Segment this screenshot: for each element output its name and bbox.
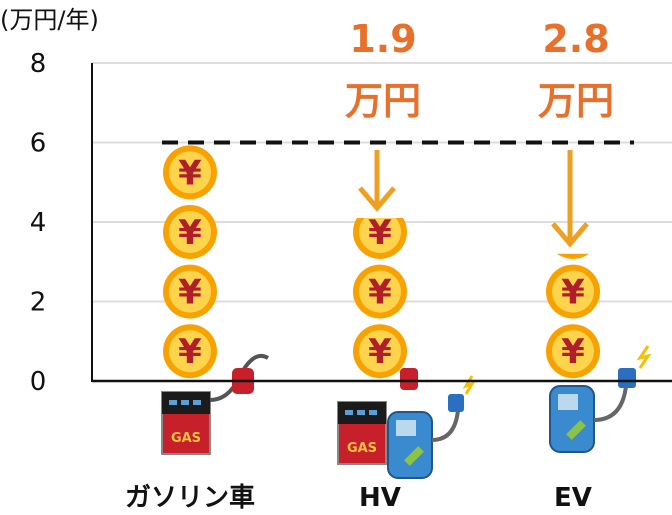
yen-coin: ¥ <box>546 324 600 379</box>
display-light <box>193 400 201 405</box>
lightning-icon <box>462 375 476 395</box>
arrowhead <box>358 186 396 212</box>
yen-coin: ¥ <box>546 264 600 319</box>
y-tick-label: 8 <box>30 49 47 79</box>
display-light <box>369 410 377 415</box>
yen-icon: ¥ <box>368 332 392 372</box>
yen-icon: ¥ <box>178 153 202 193</box>
yen-coin: ¥ <box>163 264 217 319</box>
bar-HV: ¥ ¥ ¥ <box>353 213 407 379</box>
coin-face <box>169 270 211 313</box>
yen-coin: ¥ <box>353 264 407 319</box>
yen-icon: ¥ <box>178 332 202 372</box>
yen-icon: ¥ <box>561 332 585 372</box>
y-tick-label: 6 <box>30 129 47 159</box>
savings-unit: 万円 <box>538 79 614 123</box>
bar-EV: ¥ ¥ ¥ <box>546 253 600 379</box>
coin-face <box>359 218 401 253</box>
yen-icon: ¥ <box>368 213 392 253</box>
plug-icon <box>618 368 636 388</box>
coin-face <box>552 270 594 313</box>
coin-face <box>552 330 594 373</box>
coin-face <box>169 330 211 373</box>
gas-pump-icon: GAS <box>161 391 211 455</box>
display-light <box>169 400 177 405</box>
display-light <box>345 410 353 415</box>
coin-face <box>359 270 401 313</box>
charger-screen <box>558 394 578 410</box>
y-tick-label: 4 <box>30 208 47 238</box>
ev-charger-icon <box>549 385 595 453</box>
y-tick-label: 2 <box>30 288 47 318</box>
lightning-icon <box>636 345 652 369</box>
yen-coin: ¥ <box>353 324 407 379</box>
savings-amount: 2.8 <box>542 17 609 61</box>
gas-label: GAS <box>171 431 201 446</box>
gas-pump-icon: GAS <box>337 401 387 465</box>
yen-icon: ¥ <box>178 213 202 253</box>
charger-cable <box>431 409 460 442</box>
savings-amount: 1.9 <box>349 17 416 61</box>
charger-cable <box>593 385 628 422</box>
ev-charger-icon <box>387 411 433 479</box>
yen-icon: ¥ <box>561 273 585 313</box>
yen-icon: ¥ <box>368 273 392 313</box>
coin-face <box>359 330 401 373</box>
savings-unit: 万円 <box>345 79 421 123</box>
y-tick-label: 0 <box>30 367 47 397</box>
coin-face <box>169 151 211 194</box>
yen-coin: ¥ <box>163 324 217 379</box>
yen-coin: ¥ <box>163 145 217 200</box>
arrowhead <box>551 222 589 248</box>
yen-coin: ¥ <box>353 213 407 259</box>
fuel-nozzle-icon <box>400 368 418 390</box>
charger-screen <box>396 420 416 436</box>
plug-icon <box>448 394 464 412</box>
category-label: ガソリン車 <box>125 483 255 513</box>
display-light <box>181 400 189 405</box>
display-light <box>357 410 365 415</box>
battery-icon <box>566 420 586 440</box>
category-label: HV <box>359 483 401 513</box>
category-label: EV <box>554 483 592 513</box>
y-axis-unit-label: (万円/年) <box>0 6 99 34</box>
yen-coin: ¥ <box>557 253 589 259</box>
gas-label: GAS <box>347 441 377 456</box>
battery-icon <box>404 446 424 466</box>
yen-coin: ¥ <box>163 204 217 259</box>
coin-ring <box>557 253 589 259</box>
yen-icon: ¥ <box>178 273 202 313</box>
coin-face <box>169 210 211 253</box>
bar-ガソリン車: ¥ ¥ ¥ ¥ <box>163 145 217 379</box>
